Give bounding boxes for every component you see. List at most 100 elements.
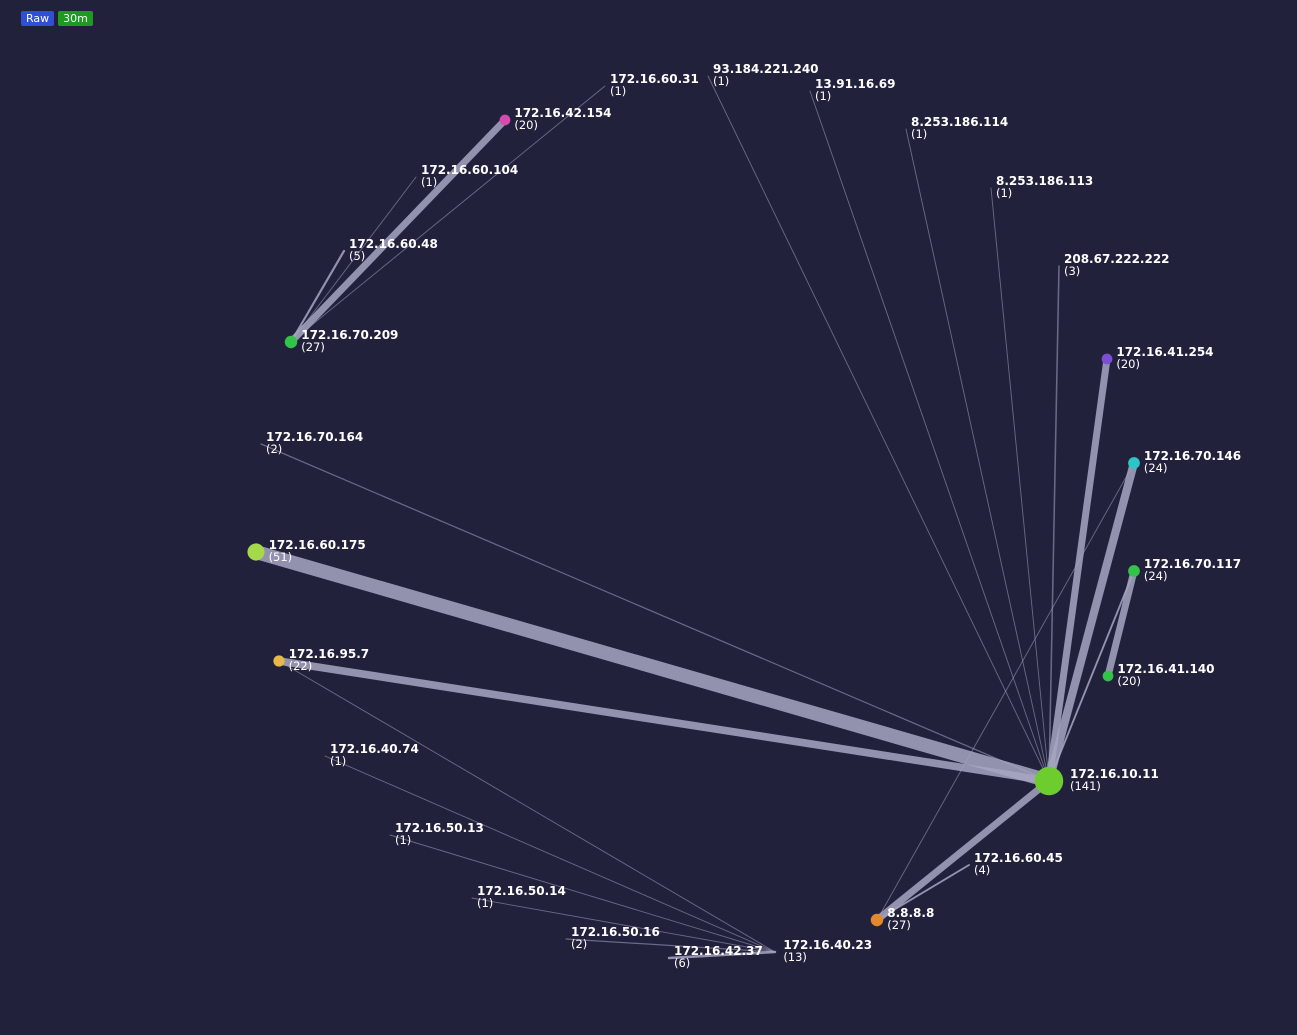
node-label-172-16-50-16[interactable]: 172.16.50.16(2) — [571, 925, 660, 951]
node-label-8-253-186-113[interactable]: 8.253.186.113(1) — [996, 174, 1093, 200]
node-count-label: (20) — [514, 118, 538, 132]
edge-n23-n18[interactable] — [324, 755, 776, 953]
node-count-label: (22) — [289, 659, 313, 673]
badge-group: Raw 30m — [21, 11, 93, 26]
node-label-172-16-70-209[interactable]: 172.16.70.209(27) — [301, 328, 398, 354]
edge-n03-n05[interactable] — [290, 176, 417, 343]
edge-n19-n18[interactable] — [667, 950, 777, 960]
node-172-16-95-7[interactable] — [273, 655, 285, 667]
edge-n10-n15[interactable] — [1048, 265, 1060, 782]
node-ip-label: 172.16.60.31 — [610, 72, 699, 86]
node-ip-label: 172.16.70.209 — [301, 328, 398, 342]
edge-n17-n15[interactable] — [873, 777, 1053, 924]
node-ip-label: 13.91.16.69 — [815, 77, 895, 91]
edge-n24-n15[interactable] — [275, 657, 1053, 785]
node-ip-label: 172.16.70.117 — [1144, 557, 1241, 571]
node-label-172-16-50-14[interactable]: 172.16.50.14(1) — [477, 884, 566, 910]
node-label-93-184-221-240[interactable]: 93.184.221.240(1) — [713, 62, 819, 88]
node-label-208-67-222-222[interactable]: 208.67.222.222(3) — [1064, 252, 1170, 278]
node-ip-label: 172.16.60.45 — [974, 851, 1063, 865]
node-label-172-16-40-74[interactable]: 172.16.40.74(1) — [330, 742, 419, 768]
node-8-8-8-8[interactable] — [870, 913, 884, 927]
edge-n25-n15[interactable] — [249, 545, 1056, 788]
node-label-172-16-41-140[interactable]: 172.16.41.140(20) — [1117, 662, 1214, 688]
node-count-label: (141) — [1070, 779, 1101, 793]
node-label-172-16-60-175[interactable]: 172.16.60.175(51) — [269, 538, 366, 564]
node-count-label: (3) — [1064, 264, 1080, 278]
node-172-16-41-140[interactable] — [1102, 670, 1114, 682]
node-count-label: (51) — [269, 550, 293, 564]
node-ip-label: 172.16.70.146 — [1144, 449, 1241, 463]
node-ip-label: 172.16.42.37 — [674, 944, 763, 958]
edge-n26-n15[interactable] — [260, 443, 1050, 782]
node-label-172-16-60-31[interactable]: 172.16.60.31(1) — [610, 72, 699, 98]
edge-n24-n18[interactable] — [278, 660, 776, 953]
node-label-172-16-70-117[interactable]: 172.16.70.117(24) — [1144, 557, 1241, 583]
node-label-8-8-8-8[interactable]: 8.8.8.8(27) — [887, 906, 934, 932]
edge-n20-n18[interactable] — [565, 938, 776, 953]
node-ip-label: 172.16.50.13 — [395, 821, 484, 835]
node-label-172-16-95-7[interactable]: 172.16.95.7(22) — [289, 647, 369, 673]
node-172-16-42-154[interactable] — [499, 114, 511, 126]
node-ip-label: 172.16.10.11 — [1070, 767, 1159, 781]
nodes-layer — [247, 114, 1140, 927]
node-ip-label: 172.16.60.104 — [421, 163, 518, 177]
node-label-172-16-42-37[interactable]: 172.16.42.37(6) — [674, 944, 763, 970]
node-ip-label: 8.253.186.113 — [996, 174, 1093, 188]
edge-n06-n15[interactable] — [707, 75, 1050, 782]
node-ip-label: 93.184.221.240 — [713, 62, 819, 76]
edge-n12-n15[interactable] — [1044, 458, 1139, 786]
edge-n04-n05[interactable] — [289, 249, 346, 344]
node-ip-label: 8.8.8.8 — [887, 906, 934, 920]
edge-n22-n18[interactable] — [389, 834, 776, 953]
node-172-16-60-175[interactable] — [247, 543, 265, 561]
node-count-label: (1) — [996, 186, 1012, 200]
node-172-16-41-254[interactable] — [1101, 353, 1113, 365]
edge-n13-n14[interactable] — [1104, 567, 1138, 680]
time-window-badge[interactable]: 30m — [58, 11, 93, 26]
node-count-label: (6) — [674, 956, 690, 970]
node-label-13-91-16-69[interactable]: 13.91.16.69(1) — [815, 77, 895, 103]
node-count-label: (20) — [1117, 674, 1141, 688]
node-ip-label: 172.16.70.164 — [266, 430, 363, 444]
node-count-label: (1) — [713, 74, 729, 88]
edge-n11-n15[interactable] — [1045, 355, 1111, 785]
node-label-172-16-50-13[interactable]: 172.16.50.13(1) — [395, 821, 484, 847]
node-label-8-253-186-114[interactable]: 8.253.186.114(1) — [911, 115, 1008, 141]
node-count-label: (27) — [301, 340, 325, 354]
node-count-label: (1) — [911, 127, 927, 141]
edge-n17-n12[interactable] — [876, 462, 1135, 921]
node-count-label: (13) — [783, 950, 807, 964]
edge-n16-n17[interactable] — [876, 864, 970, 921]
node-label-172-16-10-11[interactable]: 172.16.10.11(141) — [1070, 767, 1159, 793]
edge-n01-n05[interactable] — [290, 85, 606, 343]
node-label-172-16-70-146[interactable]: 172.16.70.146(24) — [1144, 449, 1241, 475]
node-count-label: (1) — [477, 896, 493, 910]
node-label-172-16-60-104[interactable]: 172.16.60.104(1) — [421, 163, 518, 189]
node-label-172-16-40-23[interactable]: 172.16.40.23(13) — [783, 938, 872, 964]
edge-n09-n15[interactable] — [990, 187, 1050, 782]
node-label-172-16-60-48[interactable]: 172.16.60.48(5) — [349, 237, 438, 263]
node-172-16-70-146[interactable] — [1128, 457, 1140, 469]
node-count-label: (1) — [421, 175, 437, 189]
edge-n07-n15[interactable] — [809, 90, 1050, 782]
node-ip-label: 172.16.42.154 — [514, 106, 611, 120]
node-172-16-70-117[interactable] — [1128, 565, 1140, 577]
node-ip-label: 172.16.60.48 — [349, 237, 438, 251]
node-172-16-70-209[interactable] — [284, 335, 298, 349]
node-172-16-10-11[interactable] — [1034, 766, 1064, 796]
node-ip-label: 172.16.95.7 — [289, 647, 369, 661]
edge-n08-n15[interactable] — [905, 128, 1050, 782]
node-count-label: (1) — [395, 833, 411, 847]
raw-badge[interactable]: Raw — [21, 11, 55, 26]
edge-n13-n15[interactable] — [1048, 570, 1135, 782]
node-label-172-16-60-45[interactable]: 172.16.60.45(4) — [974, 851, 1063, 877]
node-label-172-16-42-154[interactable]: 172.16.42.154(20) — [514, 106, 611, 132]
node-count-label: (27) — [887, 918, 911, 932]
edge-n21-n18[interactable] — [471, 897, 776, 953]
node-ip-label: 172.16.50.16 — [571, 925, 660, 939]
edge-n02-n05[interactable] — [287, 116, 509, 346]
node-label-172-16-70-164[interactable]: 172.16.70.164(2) — [266, 430, 363, 456]
node-label-172-16-41-254[interactable]: 172.16.41.254(20) — [1116, 345, 1213, 371]
